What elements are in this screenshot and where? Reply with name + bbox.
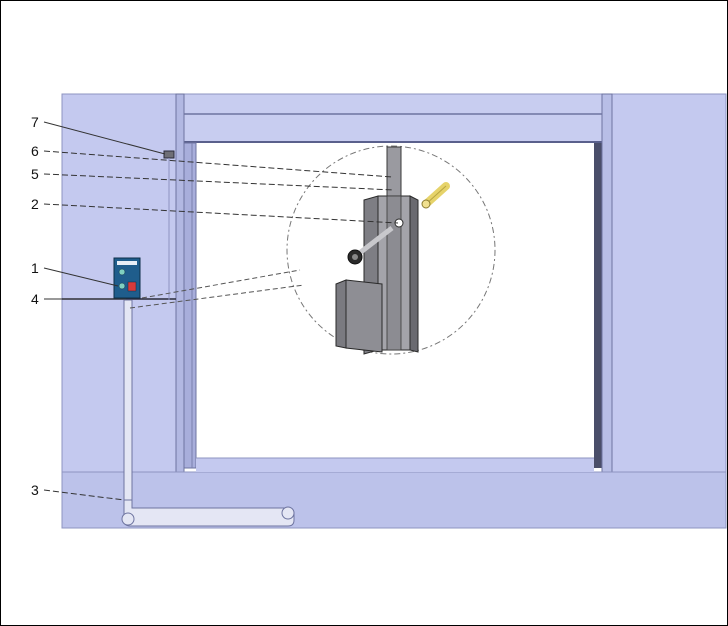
callout-3: 3 <box>31 482 39 498</box>
right-guide-rail <box>594 143 602 468</box>
callout-2: 2 <box>31 196 39 212</box>
top-sensor <box>163 150 175 159</box>
vertical-conduit <box>123 299 133 501</box>
detail-magnifier <box>286 145 496 355</box>
callout-7: 7 <box>31 114 39 130</box>
callout-1: 1 <box>31 260 39 276</box>
left-guide-rail <box>175 93 185 473</box>
door-header <box>181 93 613 115</box>
yellow-pin <box>421 182 450 209</box>
callout-4: 4 <box>31 291 39 307</box>
stop-button <box>127 281 137 292</box>
roller-box <box>181 113 607 143</box>
callout-5: 5 <box>31 166 39 182</box>
wall-right <box>611 93 727 473</box>
callout-6: 6 <box>31 143 39 159</box>
control-box <box>113 257 141 299</box>
